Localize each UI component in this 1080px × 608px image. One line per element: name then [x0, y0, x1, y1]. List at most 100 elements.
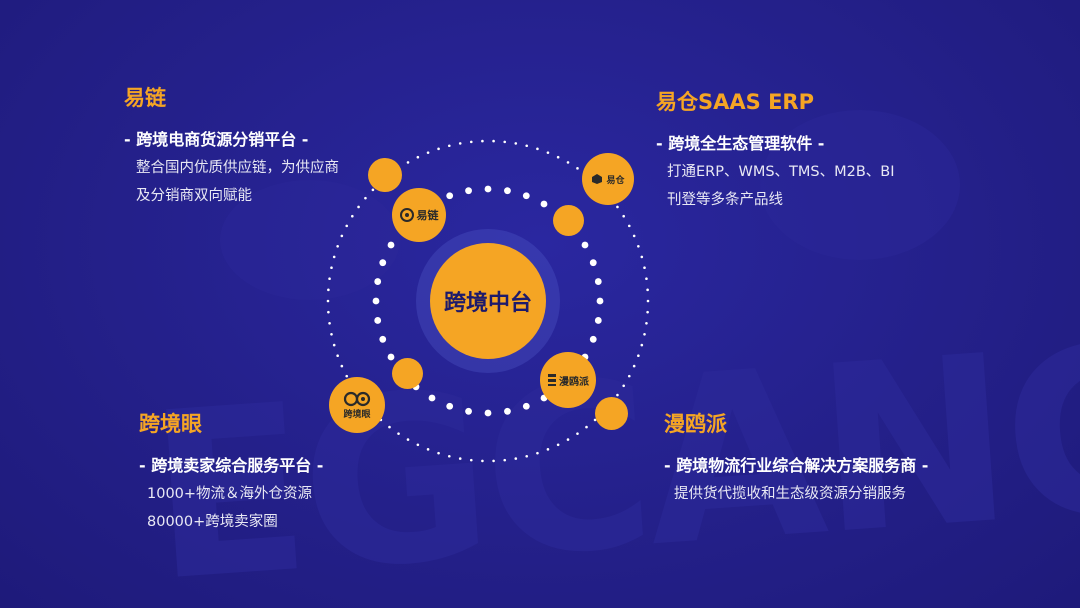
ring-dot: [416, 155, 420, 159]
ring-dot: [437, 451, 440, 455]
ring-dot: [594, 317, 602, 324]
kuajingyan-logo-icon: [343, 391, 371, 406]
ring-dot: [503, 458, 507, 462]
ring-dot: [328, 277, 331, 281]
ring-dot: [525, 144, 529, 148]
ring-dot: [327, 310, 330, 314]
ring-dot: [374, 278, 382, 285]
ring-dot: [504, 407, 511, 415]
ring-dot: [525, 454, 529, 458]
ring-dot: [616, 393, 619, 397]
ring-dot: [426, 448, 430, 451]
ring-dot: [622, 214, 625, 218]
ring-dot: [503, 140, 507, 144]
ring-dot: [643, 332, 646, 336]
ring-dot: [326, 299, 330, 303]
ring-dot: [589, 335, 597, 343]
section-yicang: 易仓SAAS ERP - 跨境全生态管理软件 - 打通ERP、WMS、TMS、M…: [656, 86, 895, 214]
ring-dot: [536, 147, 539, 151]
kuajingyan-logo-text: 跨境眼: [343, 409, 371, 420]
ring-dot: [397, 432, 400, 435]
ring-dot: [585, 425, 588, 429]
ring-dot: [522, 192, 530, 200]
ring-dot: [447, 144, 451, 148]
ring-dot: [645, 277, 648, 281]
ring-dot: [645, 321, 648, 325]
section-line: 整合国内优质供应链，为供应商: [136, 160, 339, 176]
ring-dot: [446, 402, 454, 410]
ring-dot: [336, 244, 339, 248]
ring-dot: [332, 343, 336, 347]
background-figure: [760, 110, 960, 260]
ring-dot: [379, 335, 387, 343]
manoupai-logo: 漫鸥派: [540, 352, 596, 408]
ring-dot: [340, 234, 344, 238]
orbit-dot: [392, 358, 423, 389]
section-subtitle: - 跨境物流行业综合解决方案服务商 -: [664, 456, 929, 475]
background-figure: [220, 180, 400, 300]
ring-dot: [469, 140, 473, 144]
ring-dot: [536, 451, 539, 455]
ring-dot: [437, 147, 440, 151]
ring-dot: [640, 343, 644, 347]
section-title: 漫鸥派: [664, 412, 727, 436]
ring-dot: [640, 255, 644, 259]
ring-dot: [345, 374, 349, 378]
ring-dot: [446, 192, 454, 200]
ring-dot: [447, 454, 451, 458]
ring-dot: [637, 354, 640, 358]
ring-dot: [327, 288, 330, 292]
ring-dot: [637, 244, 640, 248]
ring-dot: [351, 214, 354, 218]
ring-dot: [540, 200, 548, 208]
ring-dot: [330, 332, 333, 336]
yilian-logo-icon: [399, 208, 414, 222]
ring-dot: [627, 224, 631, 228]
ring-dot: [357, 205, 360, 209]
ring-dot: [616, 205, 619, 209]
yicang-logo-text: 易仓: [606, 175, 625, 186]
ring-dot: [594, 278, 602, 285]
ring-dot: [484, 185, 492, 193]
ring-dot: [387, 353, 395, 361]
ring-dot: [330, 266, 333, 270]
section-line: 提供货代揽收和生态级资源分销服务: [674, 486, 906, 502]
ring-dot: [566, 161, 570, 164]
ring-dot: [646, 299, 650, 303]
ring-dot: [458, 142, 462, 145]
ring-dot: [522, 402, 530, 410]
ring-dot: [646, 310, 649, 314]
ring-dot: [336, 354, 339, 358]
ring-dot: [581, 241, 589, 249]
ring-dot: [589, 259, 597, 267]
orbit-dot: [553, 205, 584, 236]
ring-dot: [340, 364, 344, 368]
section-line: 80000+跨境卖家圈: [147, 514, 278, 530]
yicang-logo: 易仓: [582, 153, 634, 205]
section-subtitle: - 跨境全生态管理软件 -: [656, 134, 825, 153]
orbit-dot: [595, 397, 628, 430]
ring-dot: [426, 151, 430, 154]
ring-dot: [632, 234, 636, 238]
ring-dot: [622, 384, 625, 388]
ring-dot: [566, 438, 570, 441]
ring-dot: [372, 297, 380, 305]
ring-dot: [374, 317, 382, 324]
ring-dot: [364, 196, 367, 200]
ring-dot: [484, 409, 492, 417]
ring-dot: [332, 255, 336, 259]
yicang-logo-icon: [592, 174, 603, 184]
ring-dot: [514, 457, 518, 460]
section-line: 1000+物流＆海外仓资源: [147, 486, 313, 502]
manoupai-logo-icon: [548, 374, 556, 386]
center-hub: 跨境中台: [430, 243, 546, 359]
ring-dot: [458, 457, 462, 460]
ring-dot: [387, 241, 395, 249]
yilian-logo-text: 易链: [416, 209, 439, 222]
ring-dot: [388, 425, 391, 429]
ring-dot: [627, 374, 631, 378]
ring-dot: [481, 459, 484, 463]
section-subtitle: - 跨境卖家综合服务平台 -: [139, 456, 324, 475]
ring-dot: [514, 142, 518, 145]
